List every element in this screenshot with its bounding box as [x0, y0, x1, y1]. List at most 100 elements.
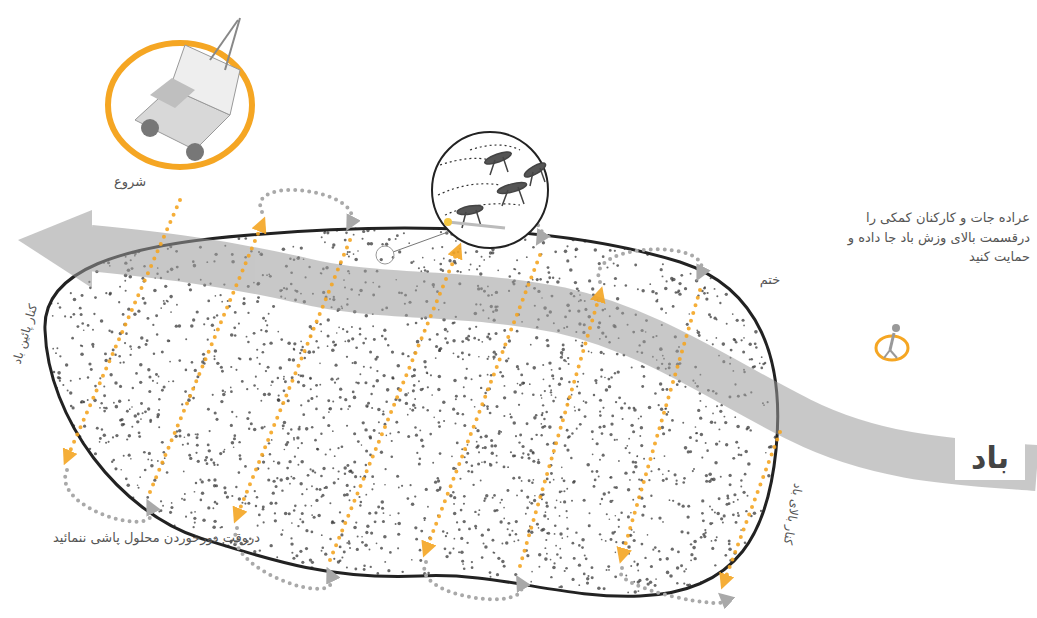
swarm-dot: [455, 398, 457, 400]
swarm-dot: [424, 269, 427, 272]
swarm-dot: [561, 537, 563, 539]
swarm-dot: [274, 519, 277, 522]
swarm-dot: [143, 451, 146, 454]
swarm-dot: [686, 584, 689, 587]
swarm-dot: [456, 442, 459, 445]
swarm-dot: [309, 377, 312, 380]
swarm-dot: [238, 237, 241, 240]
swarm-dot: [560, 356, 563, 359]
swarm-dot: [151, 459, 153, 461]
swarm-dot: [233, 446, 235, 448]
swarm-dot: [327, 318, 330, 321]
swarm-dot: [81, 322, 84, 325]
swarm-dot: [484, 392, 486, 394]
swarm-dot: [486, 405, 489, 408]
swarm-dot: [363, 366, 365, 368]
swarm-dot: [682, 505, 685, 508]
swarm-dot: [508, 339, 511, 342]
swarm-dot: [542, 364, 544, 366]
swarm-dot: [275, 485, 278, 488]
swarm-dot: [436, 489, 439, 492]
swarm-dot: [286, 441, 289, 444]
swarm-dot: [503, 565, 506, 568]
swarm-dot: [139, 363, 143, 367]
swarm-dot: [551, 369, 553, 371]
swarm-dot: [363, 568, 366, 571]
swarm-dot: [355, 521, 357, 523]
swarm-dot: [339, 511, 341, 513]
swarm-dot: [287, 342, 291, 346]
swarm-dot: [493, 509, 496, 512]
swarm-dot: [239, 454, 242, 457]
swarm-dot: [376, 370, 378, 372]
swarm-dot: [546, 505, 549, 508]
swarm-dot: [738, 454, 740, 456]
swarm-dot: [651, 517, 653, 519]
swarm-dot: [69, 391, 72, 394]
swarm-dot: [208, 479, 211, 482]
swarm-dot: [504, 385, 506, 387]
swarm-dot: [704, 529, 706, 531]
swarm-dot: [452, 322, 455, 325]
swarm-dot: [415, 322, 418, 325]
swarm-dot: [496, 455, 498, 457]
swarm-dot: [718, 428, 720, 430]
swarm-dot: [212, 394, 214, 396]
swarm-dot: [649, 283, 651, 285]
swarm-dot: [321, 236, 323, 238]
swarm-dot: [126, 484, 130, 488]
swarm-dot: [344, 340, 346, 342]
swarm-dot: [365, 494, 367, 496]
swarm-dot: [732, 313, 734, 315]
swarm-dot: [591, 287, 594, 290]
swarm-dot: [382, 520, 385, 523]
swarm-dot: [194, 511, 196, 513]
swarm-dot: [278, 394, 280, 396]
swarm-dot: [630, 565, 632, 567]
swarm-dot: [736, 425, 740, 429]
swarm-dot: [137, 484, 139, 486]
swarm-dot: [57, 371, 61, 375]
swarm-dot: [591, 566, 594, 569]
swarm-dot: [419, 549, 422, 552]
swarm-dot: [395, 238, 397, 240]
swarm-dot: [267, 478, 270, 481]
swarm-dot: [312, 470, 315, 473]
swarm-dot: [158, 376, 160, 378]
swarm-dot: [226, 495, 229, 498]
swarm-dot: [603, 425, 606, 428]
swarm-dot: [456, 270, 459, 273]
swarm-dot: [100, 319, 103, 322]
swarm-dot: [578, 584, 580, 586]
swarm-dot: [625, 575, 627, 577]
swarm-dot: [247, 502, 250, 505]
swarm-dot: [315, 408, 318, 411]
swarm-dot: [489, 412, 492, 415]
swarm-dot: [411, 375, 414, 378]
swarm-dot: [675, 483, 678, 486]
swarm-dot: [269, 341, 272, 344]
swarm-dot: [205, 456, 208, 459]
swarm-dot: [323, 231, 326, 234]
swarm-dot: [354, 568, 357, 571]
swarm-dot: [192, 397, 195, 400]
swarm-dot: [630, 424, 633, 427]
swarm-dot: [348, 540, 350, 542]
swarm-dot: [371, 407, 373, 409]
swarm-dot: [236, 416, 238, 418]
swarm-dot: [166, 471, 169, 474]
swarm-dot: [532, 460, 535, 463]
swarm-dot: [203, 323, 205, 325]
swarm-dot: [147, 368, 150, 371]
swarm-dot: [684, 446, 688, 450]
swarm-dot: [369, 350, 372, 353]
swarm-dot: [253, 428, 256, 431]
swarm-dot: [552, 566, 556, 570]
swarm-dot: [509, 413, 511, 415]
swarm-dot: [578, 409, 581, 412]
swarm-dot: [290, 537, 292, 539]
swarm-dot: [467, 444, 469, 446]
swarm-dot: [162, 505, 164, 507]
swarm-dot: [747, 462, 751, 466]
swarm-dot: [498, 430, 501, 433]
